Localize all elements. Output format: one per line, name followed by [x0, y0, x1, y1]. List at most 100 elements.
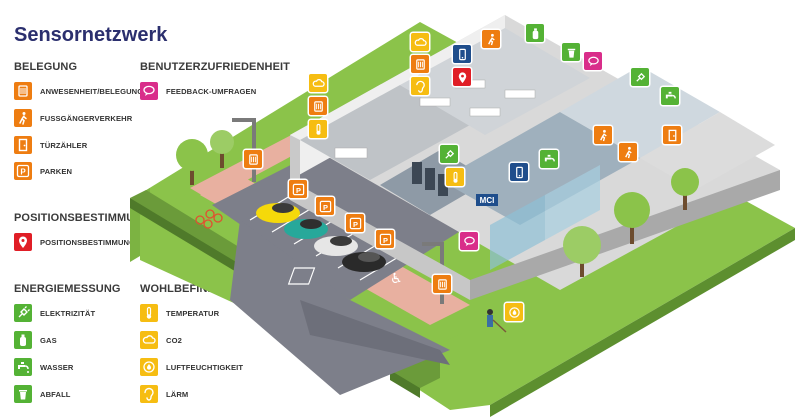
- glass-wall-2: [545, 165, 600, 240]
- pedestrian-icon: [619, 143, 637, 161]
- tree-5: [563, 226, 601, 277]
- svg-text:P: P: [20, 168, 26, 177]
- faucet-icon: [14, 358, 32, 376]
- legend-label: PARKEN: [40, 166, 73, 176]
- legend-label: CO2: [166, 335, 182, 345]
- car-black: [342, 252, 386, 272]
- legend-label: WASSER: [40, 362, 74, 372]
- glass-wall: [490, 195, 545, 270]
- bicycles: [195, 209, 223, 229]
- parking-icon: P: [376, 230, 394, 248]
- heading-zufriedenheit: BENUTZERZUFRIEDENHEIT: [140, 61, 290, 73]
- cloud-icon: [411, 33, 429, 51]
- trash-bin-icon: [562, 43, 580, 61]
- occupancy-sensor-icon: [433, 275, 451, 293]
- tree-1: [176, 139, 208, 185]
- building-wall-left-shade: [290, 135, 300, 185]
- humidity-icon: [140, 358, 158, 376]
- hedge-bottom-front: [390, 370, 420, 398]
- car-white: [314, 236, 358, 256]
- legend-label: POSITIONSBESTIMMUNG: [40, 237, 136, 247]
- tree-3: [671, 168, 699, 210]
- speech-bubble-icon: [460, 232, 478, 250]
- legend-item-gas: GAS: [14, 330, 57, 350]
- phone-icon: [510, 163, 528, 181]
- pedestrian-icon: [482, 30, 500, 48]
- gardener-figure: [487, 309, 507, 333]
- parking-icon: P: [316, 197, 334, 215]
- heading-energie: ENERGIEMESSUNG: [14, 283, 121, 295]
- trash-bin-icon: [14, 385, 32, 403]
- pedestrian-icon: [594, 126, 612, 144]
- occupancy-sensor-icon: [411, 55, 429, 73]
- door-counter-icon: [14, 136, 32, 154]
- parking-icon: P: [14, 162, 32, 180]
- hedge-left: [130, 190, 252, 263]
- plug-icon: [440, 145, 458, 163]
- svg-text:P: P: [323, 202, 328, 211]
- page-title: Sensornetzwerk: [14, 24, 168, 46]
- cloud-icon: [140, 331, 158, 349]
- legend-item-door-counter: TÜRZÄHLER: [14, 135, 87, 155]
- car-yellow: [256, 203, 300, 223]
- legend-label: ANWESENHEIT/BELEGUNG: [40, 86, 144, 96]
- legend-item-water: WASSER: [14, 357, 74, 377]
- door-counter-icon: [663, 126, 681, 144]
- occupancy-sensor-icon: [244, 150, 262, 168]
- thermometer-icon: [309, 120, 327, 138]
- legend-item-parking: P PARKEN: [14, 161, 72, 181]
- legend-item-feedback: FEEDBACK-UMFRAGEN: [140, 81, 256, 101]
- heading-belegung: BELEGUNG: [14, 61, 78, 73]
- legend-item-co2: CO2: [140, 330, 182, 350]
- humidity-icon: [505, 303, 523, 321]
- building-wall-right: [470, 170, 780, 300]
- phone-icon: [453, 45, 471, 63]
- thermometer-icon: [140, 304, 158, 322]
- room-office: [400, 28, 590, 135]
- gas-bottle-icon: [526, 24, 544, 42]
- thermometer-icon: [446, 168, 464, 186]
- ear-icon: [411, 77, 429, 95]
- legend-item-noise: LÄRM: [140, 384, 188, 404]
- legend-label: LÄRM: [166, 389, 189, 399]
- ear-icon: [140, 385, 158, 403]
- occupancy-sensor-icon: [309, 97, 327, 115]
- gas-bottle-icon: [14, 331, 32, 349]
- legend-item-position: POSITIONSBESTIMMUNG: [14, 232, 135, 252]
- legend-item-pedestrian: FUSSGÄNGERVERKEHR: [14, 108, 132, 128]
- cloud-icon: [309, 74, 327, 92]
- legend-item-electricity: ELEKTRIZITÄT: [14, 303, 95, 323]
- building-sign: MCI: [480, 196, 495, 205]
- legend-label: TÜRZÄHLER: [40, 140, 88, 150]
- plug-icon: [631, 68, 649, 86]
- faucet-icon: [661, 87, 679, 105]
- car-teal: [284, 219, 328, 239]
- lawn-edge: [490, 228, 795, 417]
- svg-text:P: P: [383, 235, 388, 244]
- room-corridor: [640, 112, 775, 190]
- server-racks: [412, 162, 448, 196]
- speech-bubble-icon: [584, 52, 602, 70]
- location-pin-icon: [453, 68, 471, 86]
- plug-icon: [14, 304, 32, 322]
- hedge-left-side: [130, 198, 238, 273]
- parking-icon: P: [289, 180, 307, 198]
- legend-item-waste: ABFALL: [14, 384, 71, 404]
- legend-label: GAS: [40, 335, 57, 345]
- legend-label: ABFALL: [40, 389, 71, 399]
- location-pin-icon: [14, 233, 32, 251]
- legend-label: FUSSGÄNGERVERKEHR: [40, 113, 133, 123]
- legend-label: LUFTFEUCHTIGKEIT: [166, 362, 244, 372]
- speech-bubble-icon: [140, 82, 158, 100]
- legend-label: TEMPERATUR: [166, 308, 220, 318]
- building-sign-plate: [476, 194, 498, 206]
- pedestrian-icon: [14, 109, 32, 127]
- parking-lot-front: [300, 300, 450, 365]
- legend-label: ELEKTRIZITÄT: [40, 308, 96, 318]
- legend-label: FEEDBACK-UMFRAGEN: [166, 86, 257, 96]
- tree-4: [614, 192, 650, 244]
- tree-2: [210, 130, 234, 168]
- legend-item-occupancy: ANWESENHEIT/BELEGUNG: [14, 81, 143, 101]
- legend-item-humidity: LUFTFEUCHTIGKEIT: [140, 357, 243, 377]
